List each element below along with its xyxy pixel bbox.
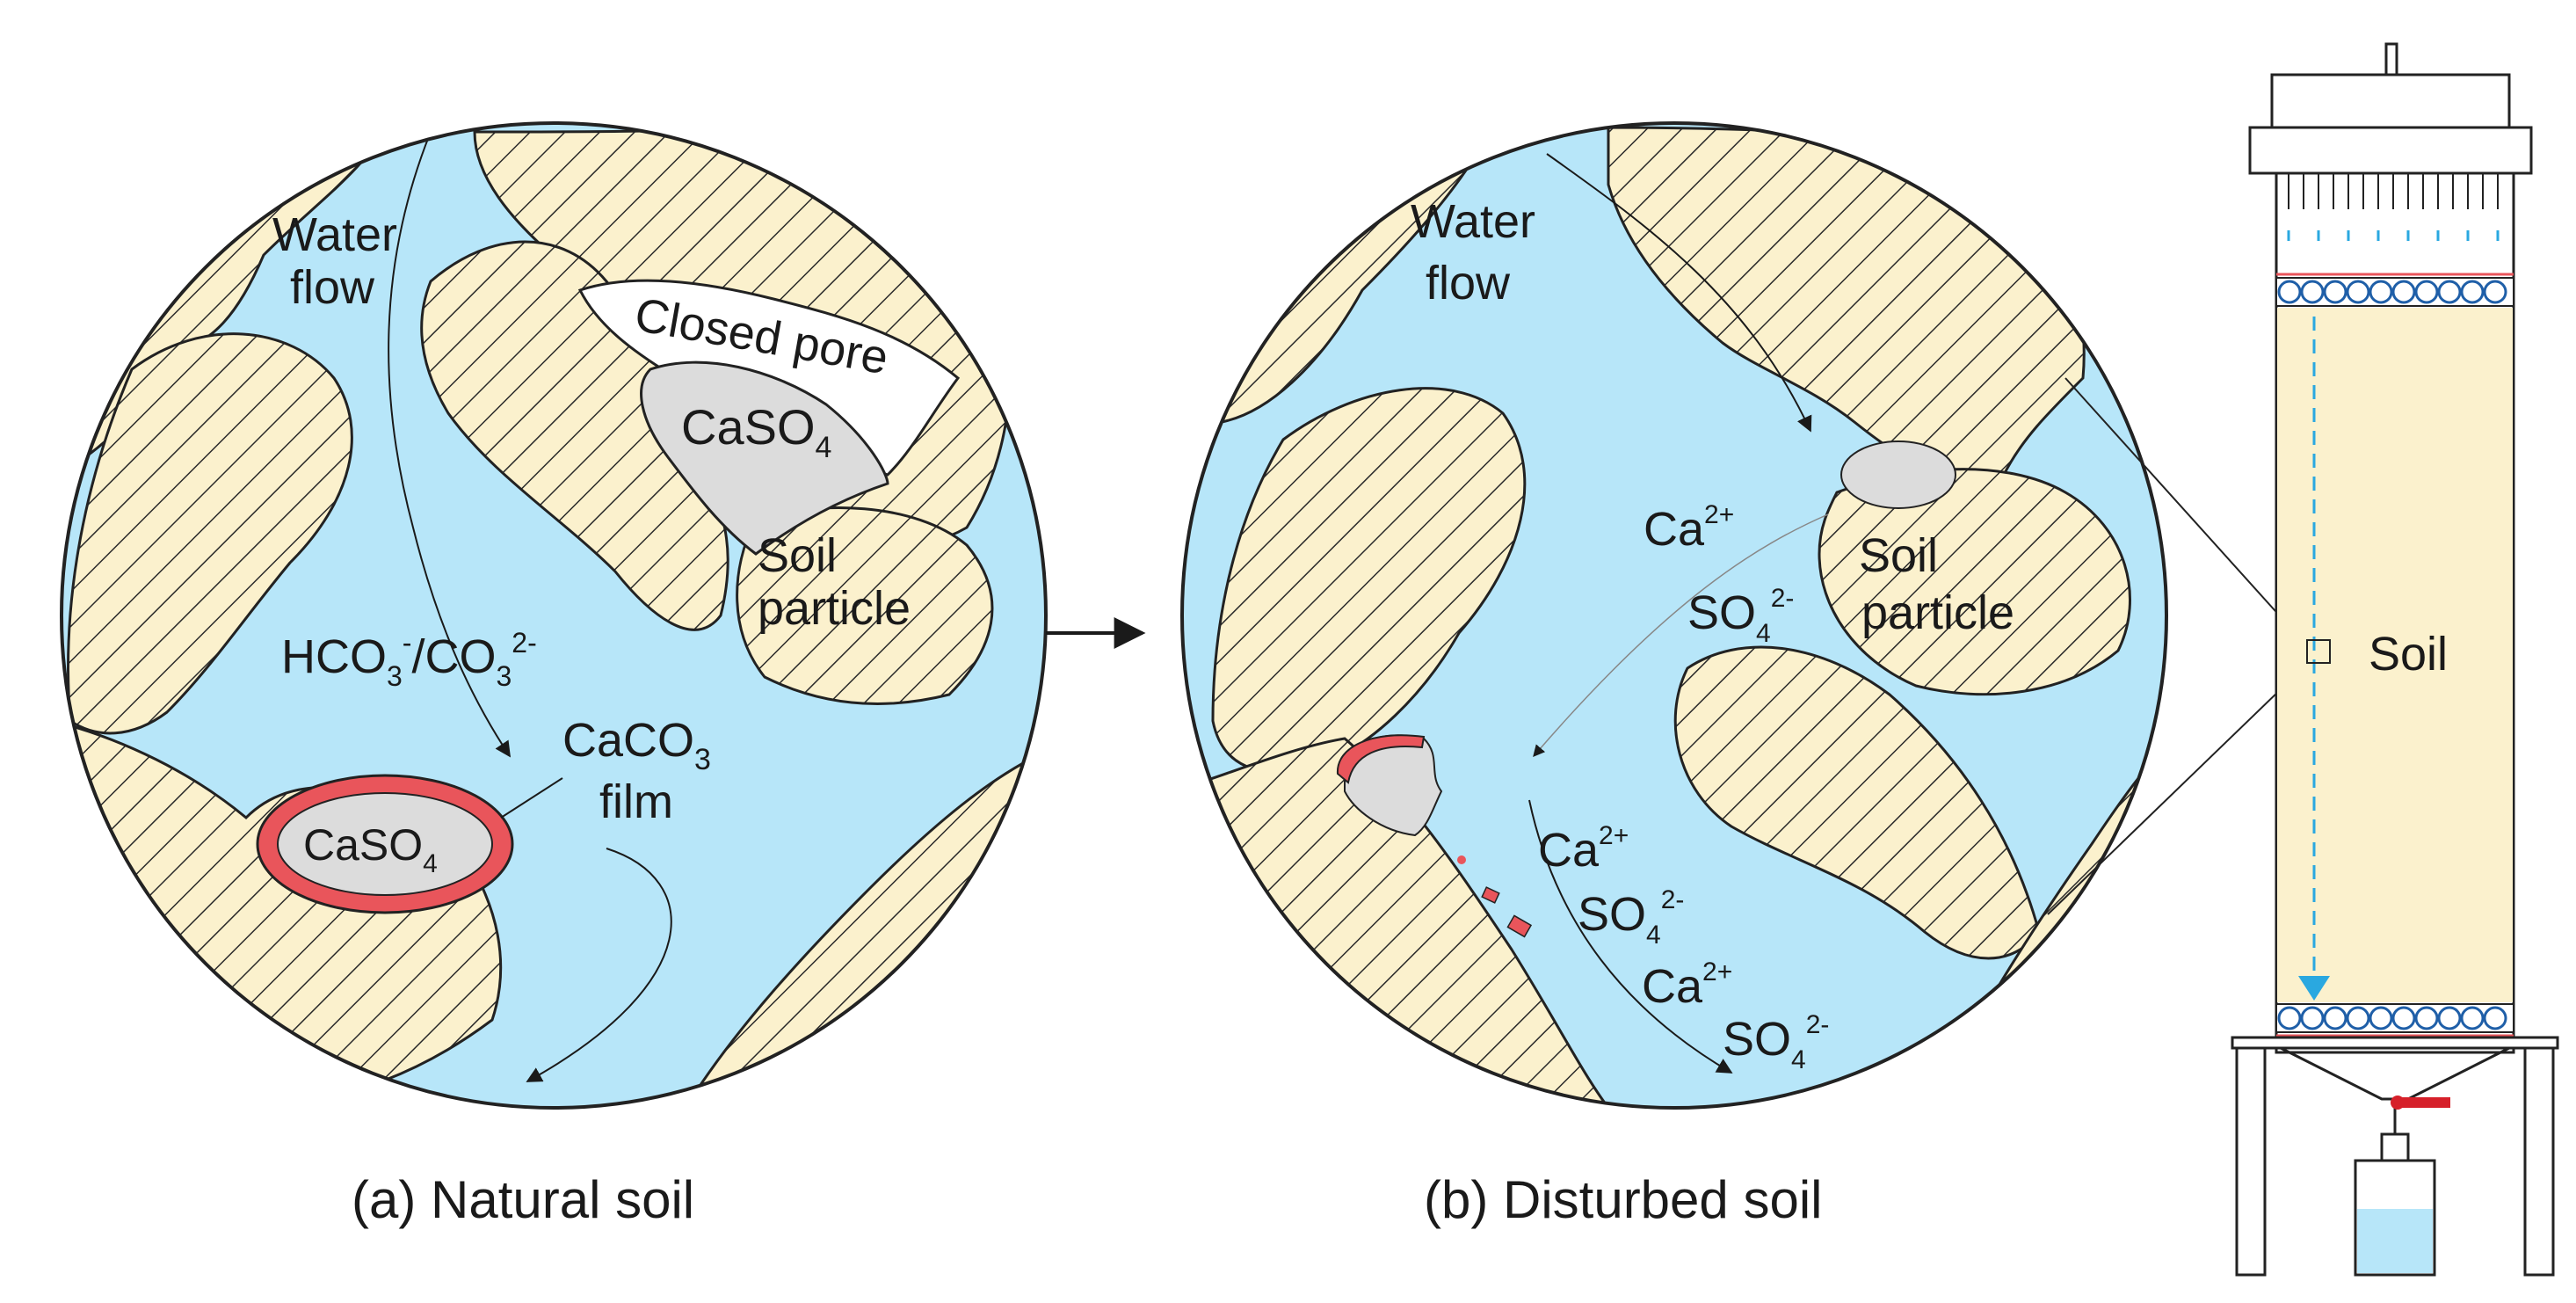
- caso4-crystal-dissolving: [1840, 440, 1956, 509]
- column-cap-rod: [2384, 42, 2398, 76]
- panel-b-outline: [1180, 121, 2168, 1110]
- panel-b-disturbed-soil: Water flow Ca2+ SO42- Soil particle Ca2+…: [1180, 121, 2168, 1110]
- water-flow-arrow: [1546, 153, 1812, 433]
- stand-leg-left: [2235, 1046, 2267, 1277]
- water-flow-label-line1: Water: [272, 208, 397, 261]
- water-flow-label-line2: flow: [290, 261, 375, 314]
- carbonate-ions-label: HCO3-/CO32-: [281, 627, 537, 692]
- soil-particle-label-line2: particle: [1861, 586, 2014, 639]
- water-flow-label-line2: flow: [1426, 257, 1511, 309]
- sulfate-ion-label: SO42-: [1578, 885, 1684, 950]
- soil-particle: [67, 332, 353, 735]
- caco3-label: CaCO3: [562, 714, 711, 776]
- panel-a-outline: [60, 121, 1048, 1110]
- soil-particle: [736, 506, 994, 705]
- caco3-fragment: [1457, 855, 1466, 864]
- collection-bottle-cap: [2380, 1132, 2410, 1162]
- collected-leachate: [2357, 1209, 2433, 1273]
- soil-particle: [1818, 468, 2131, 696]
- zoom-region-box: [2306, 639, 2331, 664]
- water-flow-arrow: [388, 131, 511, 758]
- spray-nozzles: [2288, 173, 2499, 209]
- column-cap-lower: [2248, 126, 2533, 175]
- sulfate-ion-label: SO42-: [1723, 1010, 1829, 1074]
- calcium-ion-label: Ca2+: [1642, 957, 1732, 1013]
- soil-particle-label-line1: Soil: [758, 529, 837, 582]
- soil-particle-label-line1: Soil: [1859, 529, 1938, 582]
- zoom-connector-line: [2047, 663, 2308, 915]
- column-cap-upper: [2270, 73, 2511, 129]
- film-pointer-line: [500, 777, 563, 819]
- stand-leg-right: [2523, 1046, 2555, 1277]
- calcium-ion-label: Ca2+: [1538, 821, 1629, 877]
- drain-valve: [2398, 1097, 2450, 1108]
- porous-stone-beads-top: [2277, 280, 2507, 304]
- water-flow-arrow: [1528, 799, 1733, 1074]
- soil-particle: [1211, 387, 1527, 774]
- column-base-plate: [2231, 1036, 2559, 1050]
- funnel: [2280, 1046, 2510, 1101]
- caso4-film-label: CaSO4: [303, 820, 438, 878]
- soil-label: Soil: [2369, 628, 2448, 681]
- panel-a-caption: (a) Natural soil: [352, 1170, 694, 1229]
- zoom-connector-line: [2064, 377, 2308, 647]
- water-drops: [2287, 230, 2500, 241]
- water-flow-arrow: [1533, 513, 1829, 758]
- water-flow-arrow: [526, 848, 672, 1082]
- column-soil: [2277, 308, 2513, 1002]
- caco3-film-broken: [1336, 734, 1426, 784]
- soil-particle: [1673, 645, 2041, 960]
- caso4-closed-pore-label: CaSO4: [681, 399, 831, 464]
- water-flow-label-line1: Water: [1411, 195, 1535, 248]
- panel-b-caption: (b) Disturbed soil: [1424, 1170, 1823, 1229]
- leaching-column: Soil: [2231, 42, 2559, 1277]
- caco3-fragment: [1481, 886, 1500, 904]
- drain-valve-knob: [2391, 1096, 2405, 1110]
- porous-stone-beads-bottom: [2277, 1006, 2507, 1030]
- caso4-crystal: [277, 792, 493, 896]
- panel-a-natural-soil: Water flow Closed pore CaSO4 Soil partic…: [60, 121, 1048, 1110]
- seepage-arrowhead: [2298, 976, 2330, 1001]
- calcium-ion-label: Ca2+: [1644, 500, 1734, 556]
- caco3-fragment: [1506, 914, 1533, 938]
- film-label: film: [599, 775, 673, 828]
- sulfate-ion-label: SO42-: [1687, 584, 1794, 648]
- caso4-crystal-closed-pore: [640, 360, 889, 556]
- soil-particle: [420, 240, 729, 631]
- soil-particle-label-line2: particle: [758, 582, 911, 635]
